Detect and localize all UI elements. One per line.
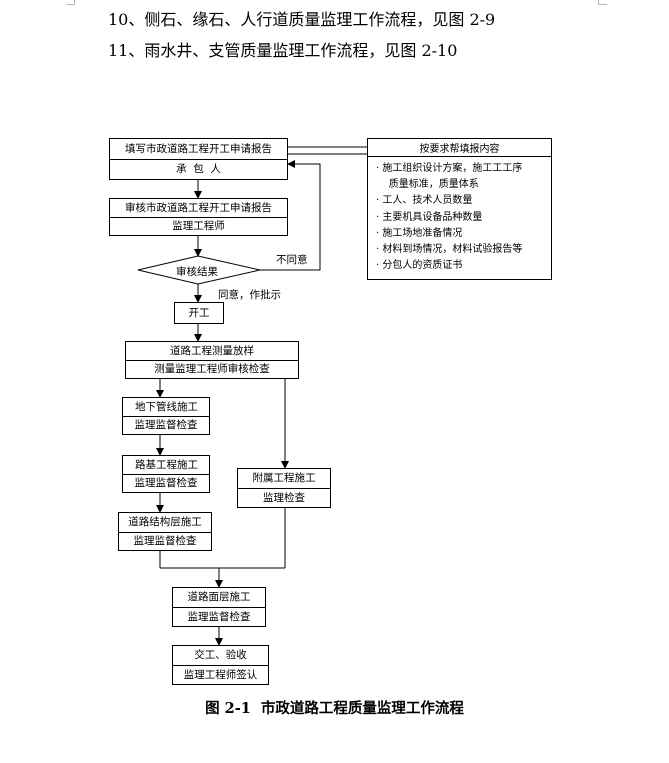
requirement-item: · 主要机具设备品种数量: [376, 211, 483, 223]
surface-box: 道路面层施工 监理监督检查: [172, 587, 266, 627]
surface-title: 道路面层施工: [187, 591, 251, 604]
page-corner-mark: [66, 0, 75, 5]
start-box: 开工: [174, 302, 224, 324]
agree-label: 同意，作批示: [218, 289, 281, 301]
requirement-item: · 施工组织设计方案，施工工工序: [376, 163, 523, 174]
subgrade-check: 监理监督检查: [123, 474, 209, 492]
body-line-11: 11、雨水井、支管质量监理工作流程，见图 2-10: [108, 41, 458, 60]
survey-check: 测量监理工程师审核检查: [126, 360, 298, 378]
apply-party: 承 包 人: [110, 159, 287, 179]
ancillary-box: 附属工程施工 监理检查: [237, 468, 331, 508]
handover-signoff: 监理工程师签认: [173, 665, 268, 684]
requirement-item: · 材料到场情况，材料试验报告等: [376, 244, 523, 256]
ancillary-title: 附属工程施工: [252, 472, 316, 485]
surface-check: 监理监督检查: [173, 607, 265, 626]
requirements-box: 按要求帮填报内容 · 施工组织设计方案，施工工工序 质量标准，质量体系 · 工人…: [367, 138, 552, 280]
decision-label: 审核结果: [176, 266, 218, 278]
subgrade-title: 路基工程施工: [135, 458, 198, 471]
apply-box: 填写市政道路工程开工申请报告 承 包 人: [109, 138, 288, 180]
requirement-item: · 工人、技术人员数量: [376, 195, 473, 207]
review-box: 审核市政道路工程开工申请报告 监理工程师: [109, 198, 288, 236]
figure-caption: 图 2-1 市政道路工程质量监理工作流程: [205, 700, 464, 717]
structure-box: 道路结构层施工 监理监督检查: [118, 512, 212, 551]
structure-title: 道路结构层施工: [128, 516, 202, 528]
subgrade-box: 路基工程施工 监理监督检查: [122, 455, 210, 493]
handover-box: 交工、验收 监理工程师签认: [172, 645, 269, 685]
body-line-10: 10、侧石、缘石、人行道质量监理工作流程，见图 2-9: [108, 10, 496, 29]
structure-check: 监理监督检查: [119, 531, 211, 551]
requirement-item: · 分包人的资质证书: [376, 260, 463, 272]
apply-title: 填写市政道路工程开工申请报告: [125, 142, 272, 155]
requirements-title: 按要求帮填报内容: [368, 139, 551, 157]
survey-box: 道路工程测量放样 测量监理工程师审核检查: [125, 341, 299, 379]
pipeline-box: 地下管线施工 监理监督检查: [122, 397, 210, 435]
handover-title: 交工、验收: [194, 649, 247, 662]
review-role: 监理工程师: [110, 217, 287, 235]
requirement-item: 质量标准，质量体系: [376, 179, 479, 191]
survey-title: 道路工程测量放样: [170, 344, 254, 357]
pipeline-check: 监理监督检查: [123, 416, 209, 434]
disagree-label: 不同意: [276, 254, 308, 266]
ancillary-check: 监理检查: [238, 488, 330, 507]
page-corner-mark: [598, 0, 607, 5]
decision-diamond: [137, 255, 261, 285]
requirements-list: · 施工组织设计方案，施工工工序 质量标准，质量体系 · 工人、技术人员数量 ·…: [368, 157, 551, 274]
review-title: 审核市政道路工程开工申请报告: [125, 201, 272, 214]
requirement-item: · 施工场地准备情况: [376, 227, 463, 239]
pipeline-title: 地下管线施工: [135, 400, 198, 413]
